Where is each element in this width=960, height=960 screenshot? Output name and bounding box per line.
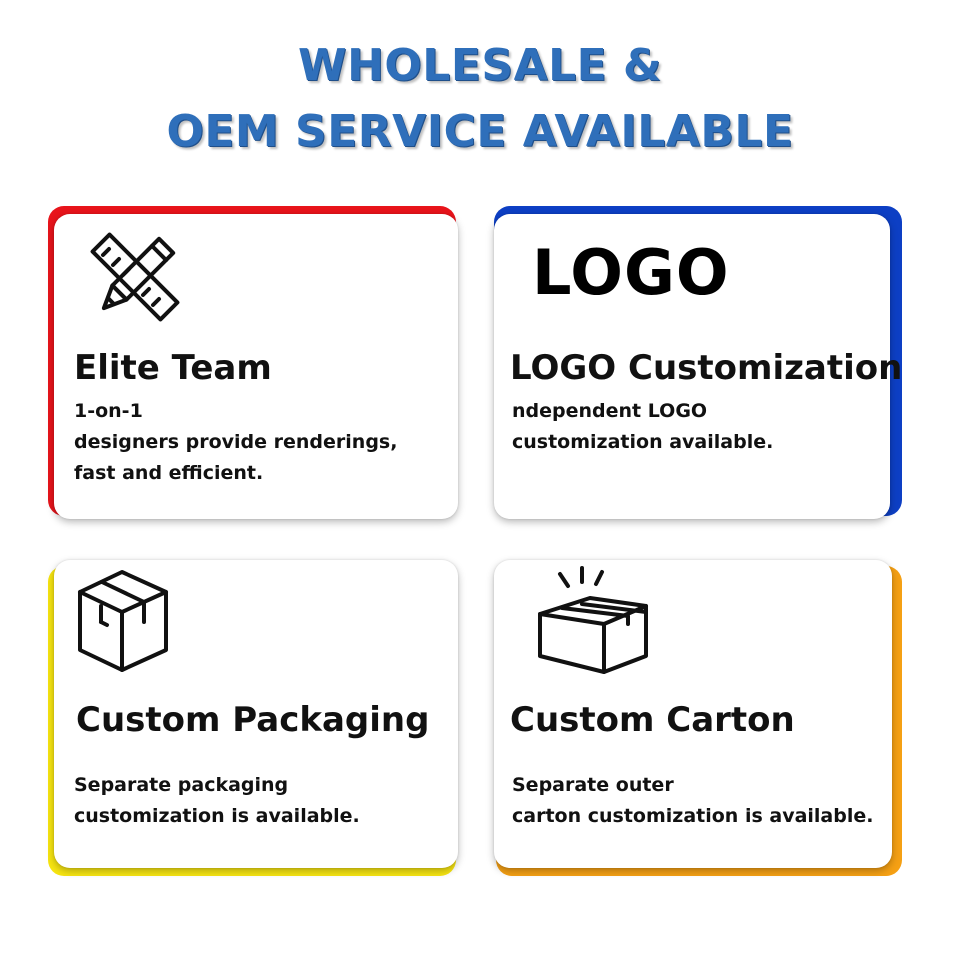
card-title: Custom Carton <box>510 700 795 740</box>
card-description: Separate packaging customization is avai… <box>74 770 360 832</box>
card-logo-customization: LOGO LOGO Customization ndependent LOGO … <box>494 214 902 519</box>
card-description-line: carton customization is available. <box>512 805 874 827</box>
card-description-line: designers provide renderings, <box>74 431 398 453</box>
card-description-line: Separate packaging <box>74 774 289 796</box>
card-description: 1-on-1 designers provide renderings, fas… <box>74 396 397 489</box>
headline-line-1: WHOLESALE & <box>298 40 662 91</box>
card-description-line: Separate outer <box>512 774 674 796</box>
card-title: LOGO Customization <box>510 348 903 388</box>
card-description-line: 1-on-1 <box>74 400 143 422</box>
pencil-ruler-icon <box>90 232 180 322</box>
card-custom-carton: Custom Carton Separate outer carton cust… <box>494 560 892 868</box>
card-description: ndependent LOGO customization available. <box>512 396 773 458</box>
card-description: Separate outer carton customization is a… <box>512 770 873 832</box>
card-description-line: ndependent LOGO <box>512 400 708 422</box>
card-description-line: customization is available. <box>74 805 360 827</box>
card-description-line: customization available. <box>512 431 774 453</box>
logo-wordmark: LOGO <box>532 236 730 309</box>
card-title: Elite Team <box>74 348 272 388</box>
card-description-line: fast and efficient. <box>74 462 264 484</box>
card-custom-packaging: Custom Packaging Separate packaging cust… <box>54 560 458 868</box>
open-carton-icon <box>538 566 648 674</box>
box-icon <box>78 570 168 672</box>
card-elite-team: Elite Team 1-on-1 designers provide rend… <box>54 214 458 519</box>
card-title: Custom Packaging <box>76 700 430 740</box>
headline-line-2: OEM SERVICE AVAILABLE <box>166 106 794 157</box>
